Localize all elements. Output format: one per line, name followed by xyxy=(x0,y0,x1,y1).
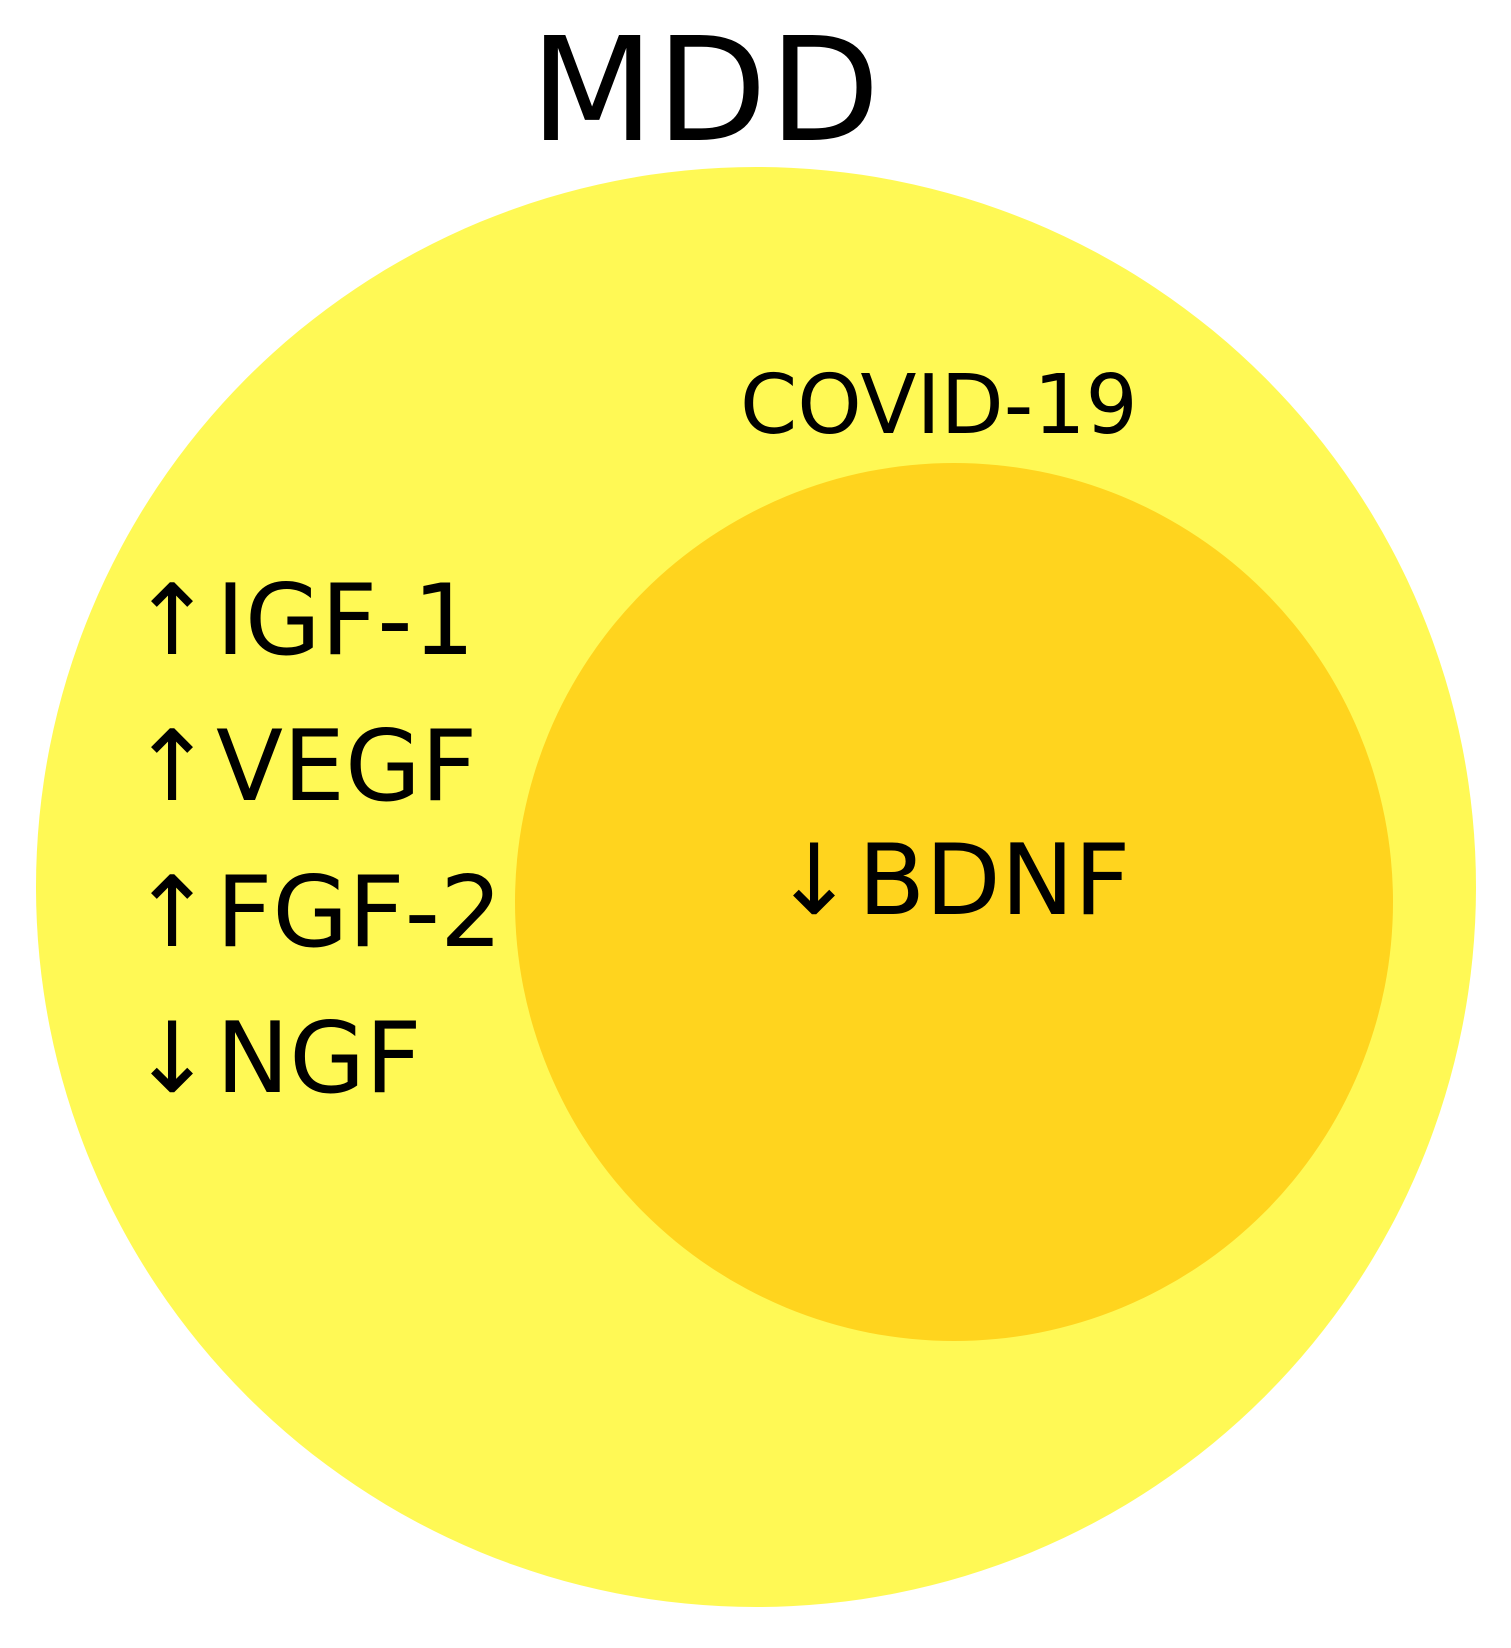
covid-19-label: COVID-19 xyxy=(740,358,1138,453)
down-arrow-icon: ↓ xyxy=(772,824,856,938)
marker-name: IGF-1 xyxy=(216,564,475,678)
mdd-label: MDD xyxy=(529,6,882,174)
marker-igf-1: ↑ IGF-1 xyxy=(128,548,502,694)
marker-fgf-2: ↑ FGF-2 xyxy=(128,840,502,986)
marker-name: NGF xyxy=(216,1002,422,1116)
marker-name: FGF-2 xyxy=(216,856,503,970)
up-arrow-icon: ↑ xyxy=(130,710,214,824)
up-arrow-icon: ↑ xyxy=(130,564,214,678)
marker-vegf: ↑ VEGF xyxy=(128,694,502,840)
up-arrow-icon: ↑ xyxy=(130,856,214,970)
marker-ngf: ↓ NGF xyxy=(128,986,502,1132)
marker-name: BDNF xyxy=(858,824,1131,938)
mdd-marker-list: ↑ IGF-1 ↑ VEGF ↑ FGF-2 ↓ NGF xyxy=(128,548,502,1132)
marker-name: VEGF xyxy=(216,710,478,824)
down-arrow-icon: ↓ xyxy=(130,1002,214,1116)
marker-bdnf: ↓ BDNF xyxy=(770,832,1130,930)
covid-19-circle xyxy=(515,463,1393,1341)
